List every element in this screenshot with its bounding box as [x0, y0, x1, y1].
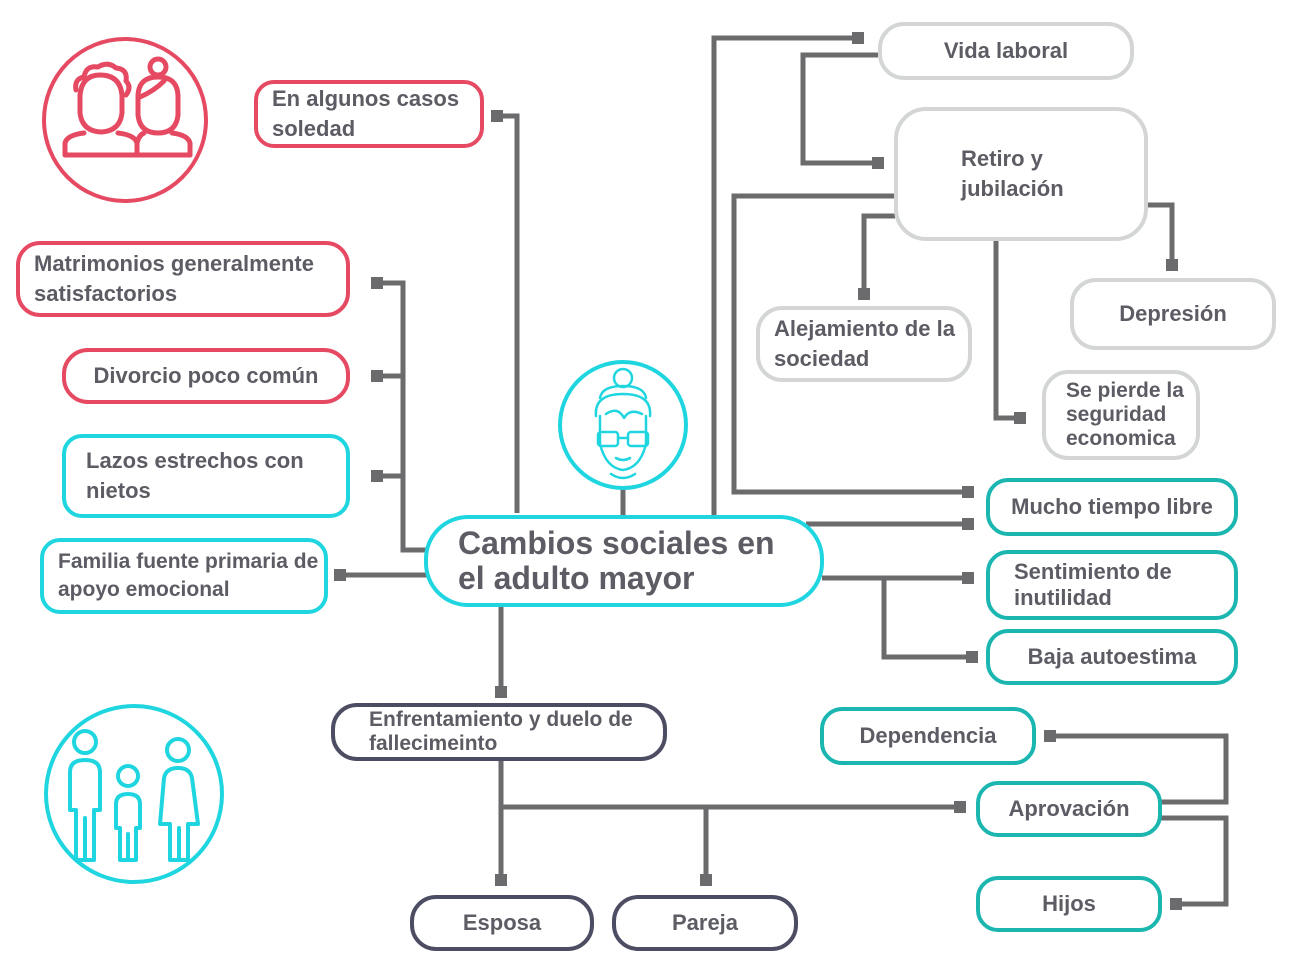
node-alejamiento: Alejamiento de la sociedad: [756, 306, 972, 382]
connector-central-inutilidad: [822, 575, 972, 660]
connector-end: [962, 572, 974, 584]
node-soledad-label: En algunos casos soledad: [272, 86, 460, 141]
connector-end: [334, 569, 346, 581]
node-inutilidad: Sentimiento de inutilidad: [986, 550, 1238, 620]
node-divorcio-label: Divorcio poco común: [93, 363, 319, 389]
connector-end: [1166, 259, 1178, 271]
node-pareja: Pareja: [612, 895, 798, 951]
connector-retiro-depresion: [1146, 202, 1175, 263]
connector-end: [858, 288, 870, 300]
connector-retiro-tiempo: [731, 193, 968, 495]
connector-end: [852, 32, 864, 44]
couple-icon: [40, 35, 210, 205]
node-alejamiento-label: Alejamiento de la sociedad: [774, 316, 955, 371]
node-lazos-label: Lazos estrechos con nietos: [86, 448, 304, 503]
connector-end: [371, 277, 383, 289]
connector-enfrentamiento-bus: [498, 758, 960, 880]
node-enfrentamiento: Enfrentamiento y duelo de fallecimeinto: [331, 703, 667, 761]
connector-end: [966, 651, 978, 663]
connector-end: [495, 874, 507, 886]
elderly-woman-icon: [556, 358, 690, 492]
connector-soledad: [497, 113, 520, 513]
node-aprovacion: Aprovación: [976, 781, 1162, 837]
node-seguridad-label: Se pierde la seguridad economica: [1066, 378, 1184, 451]
connector-end: [491, 110, 503, 122]
connector-end: [954, 801, 966, 813]
node-matrimonios-label: Matrimonios generalmente satisfactorios: [34, 251, 314, 306]
connector-vida-retiro: [800, 52, 878, 166]
node-seguridad: Se pierde la seguridad economica: [1042, 370, 1200, 460]
node-tiempo-libre-label: Mucho tiempo libre: [1011, 494, 1213, 520]
node-inutilidad-label: Sentimiento de inutilidad: [1014, 558, 1172, 610]
connector-end: [371, 370, 383, 382]
connector-retiro-alejamiento: [861, 213, 895, 292]
connector-end: [371, 470, 383, 482]
node-vida-laboral: Vida laboral: [878, 22, 1134, 80]
node-dependencia-label: Dependencia: [859, 723, 997, 749]
node-vida-laboral-label: Vida laboral: [943, 38, 1069, 64]
node-pareja-label: Pareja: [671, 910, 739, 936]
node-hijos: Hijos: [976, 876, 1162, 932]
node-depresion: Depresión: [1070, 278, 1276, 350]
node-matrimonios: Matrimonios generalmente satisfactorios: [16, 241, 350, 317]
node-hijos-label: Hijos: [1042, 891, 1096, 917]
node-autoestima-label: Baja autoestima: [1027, 644, 1197, 670]
node-lazos: Lazos estrechos con nietos: [62, 434, 350, 518]
connector-aprovacion-bracket: [1050, 733, 1229, 907]
connector-end: [872, 157, 884, 169]
connector-end: [1044, 730, 1056, 742]
node-dependencia: Dependencia: [820, 707, 1036, 765]
node-familia: Familia fuente primaria de apoyo emocion…: [40, 538, 328, 614]
node-retiro: Retiro y jubilación: [894, 107, 1148, 241]
connector-end: [495, 686, 507, 698]
connector-end: [962, 518, 974, 530]
connector-end: [1014, 412, 1026, 424]
node-soledad: En algunos casos soledad: [254, 80, 484, 148]
node-familia-label: Familia fuente primaria de apoyo emocion…: [58, 549, 319, 601]
node-tiempo-libre: Mucho tiempo libre: [986, 478, 1238, 536]
connector-retiro-seguridad: [993, 240, 1020, 421]
connector-end: [962, 486, 974, 498]
node-autoestima: Baja autoestima: [986, 629, 1238, 685]
connector-left-bracket: [377, 280, 427, 553]
connector-end: [700, 874, 712, 886]
node-esposa-label: Esposa: [462, 910, 542, 936]
central-title: Cambios sociales en el adulto mayor: [458, 525, 775, 596]
node-depresion-label: Depresión: [1119, 301, 1227, 327]
family-icon: [40, 700, 228, 888]
node-divorcio: Divorcio poco común: [62, 348, 350, 404]
node-esposa: Esposa: [410, 895, 594, 951]
connector-vida-laboral: [711, 35, 858, 515]
node-central: Cambios sociales en el adulto mayor: [424, 515, 824, 607]
node-enfrentamiento-label: Enfrentamiento y duelo de fallecimeinto: [369, 707, 633, 755]
node-aprovacion-label: Aprovación: [1008, 796, 1130, 822]
node-retiro-label: Retiro y jubilación: [961, 146, 1064, 201]
connector-end: [1170, 898, 1182, 910]
